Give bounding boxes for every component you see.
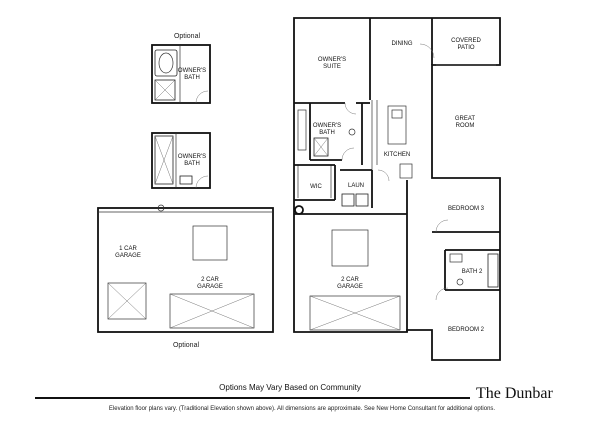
kitchen-sink-icon [391,109,403,119]
opt-garage-1car-label-1: 1 CAR [119,246,137,252]
water-heater-icon [294,205,304,215]
room-label-owners-bath-2: BATH [319,130,335,136]
opt-bath-a-label-1: OWNER'S [178,68,206,74]
room-label-owners-suite-2: SUITE [323,64,341,70]
bath2-sink-icon [449,253,463,263]
washer-icon [341,193,355,207]
room-label-owners-bath-1: OWNER'S [313,123,341,129]
room-label-great-room-2: ROOM [456,123,475,129]
room-label-owners-suite-1: OWNER'S [318,57,346,63]
opt-bath-b-label-1: OWNER'S [178,154,206,160]
room-label-great-room-1: GREAT [455,116,476,122]
kitchen-island [387,105,407,145]
room-label-covered-patio-1: COVERED [451,38,481,44]
room-label-bedroom-2: BEDROOM 2 [448,327,485,333]
opt-bath-a-label-2: BATH [184,75,200,81]
sink-icon [179,175,193,185]
disclaimer: Elevation floor plans vary. (Traditional… [109,406,496,412]
opt-garage-2car-label-2: GARAGE [197,284,223,290]
room-label-wic: WIC [310,184,322,190]
mechanical-pad [192,225,228,261]
optional-garage: 1 CAR GARAGE 2 CAR GARAGE Optional [97,204,274,349]
garage-mechanical-pad [331,229,369,267]
room-label-bedroom-3: BEDROOM 3 [448,206,485,212]
pantry [399,163,413,179]
room-label-covered-patio-2: PATIO [457,45,474,51]
opt-garage-2car-label-1: 2 CAR [201,277,219,283]
optional-owners-bath-a: Optional OWNER'S BATH [151,33,211,104]
optional-label-top: Optional [174,33,201,40]
room-label-kitchen: KITCHEN [384,152,410,158]
plan-name: The Dunbar [476,385,554,402]
room-label-garage-1: 2 CAR [341,277,359,283]
bath2-toilet-icon [456,278,464,286]
optional-label-bottom: Optional [173,342,200,349]
options-caption: Options May Vary Based on Community [219,383,361,392]
optional-owners-bath-b: OWNER'S BATH [151,132,211,189]
room-label-laun: LAUN [348,183,364,189]
toilet-icon [348,128,356,136]
dryer-icon [355,193,369,207]
opt-garage-1car-label-2: GARAGE [115,253,141,259]
opt-bath-b-label-2: BATH [184,161,200,167]
room-label-bath-2: BATH 2 [462,269,483,275]
room-label-dining: DINING [392,41,413,47]
room-label-garage-2: GARAGE [337,284,363,290]
main-floor-plan: DINING COVERED PATIO OWNER'S SUITE OWNER… [293,17,501,361]
tub-icon [158,52,174,74]
